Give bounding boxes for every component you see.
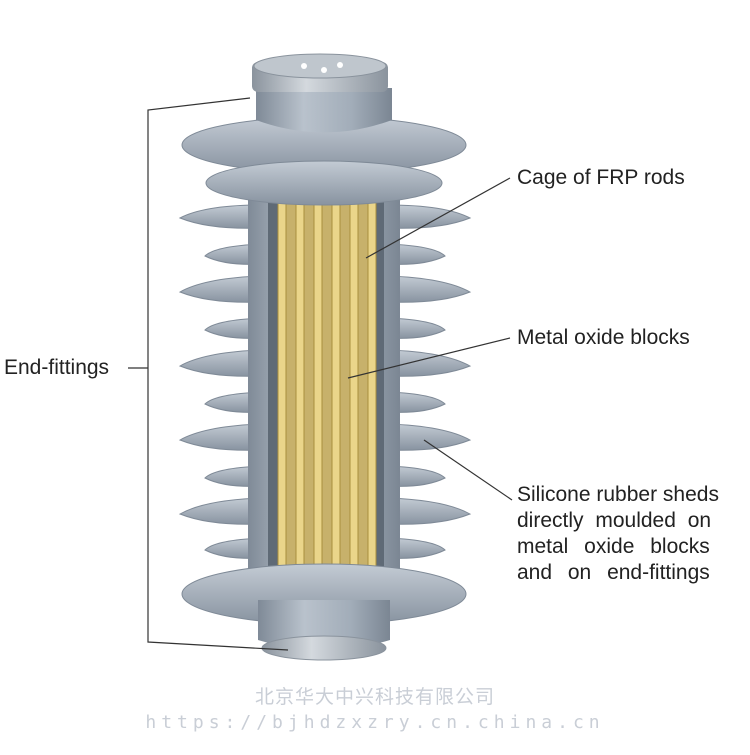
top-shed-2 xyxy=(205,160,443,206)
left-sheds xyxy=(178,204,263,559)
top-end-fitting-face xyxy=(253,53,387,79)
sheds-label-line4: and on end-fittings xyxy=(517,561,710,584)
end-fittings-label: End-fittings xyxy=(4,356,110,379)
bolt-hole-icon xyxy=(301,63,307,69)
sheds-label-line1: Silicone rubber sheds xyxy=(517,483,719,506)
watermark-company: 北京华大中兴科技有限公司 xyxy=(254,686,495,708)
bolt-hole-icon xyxy=(337,62,343,68)
sheds-label-line3: metal oxide blocks xyxy=(517,535,710,558)
top-cap-body xyxy=(256,88,392,133)
sheds-leader-line xyxy=(423,439,513,501)
right-sheds xyxy=(387,204,472,559)
sheds-label-line2: directly moulded on xyxy=(517,509,712,532)
bottom-end-fitting xyxy=(261,635,387,661)
cage-leader-line xyxy=(365,177,511,259)
metal-oxide-leader-line xyxy=(347,337,511,379)
cage-label: Cage of FRP rods xyxy=(517,166,685,189)
watermark-url: https://bjhdzxzry.cn.china.cn xyxy=(145,712,605,733)
bolt-hole-icon xyxy=(321,67,327,73)
end-fittings-bracket xyxy=(147,97,289,651)
metal-oxide-label: Metal oxide blocks xyxy=(517,326,690,349)
